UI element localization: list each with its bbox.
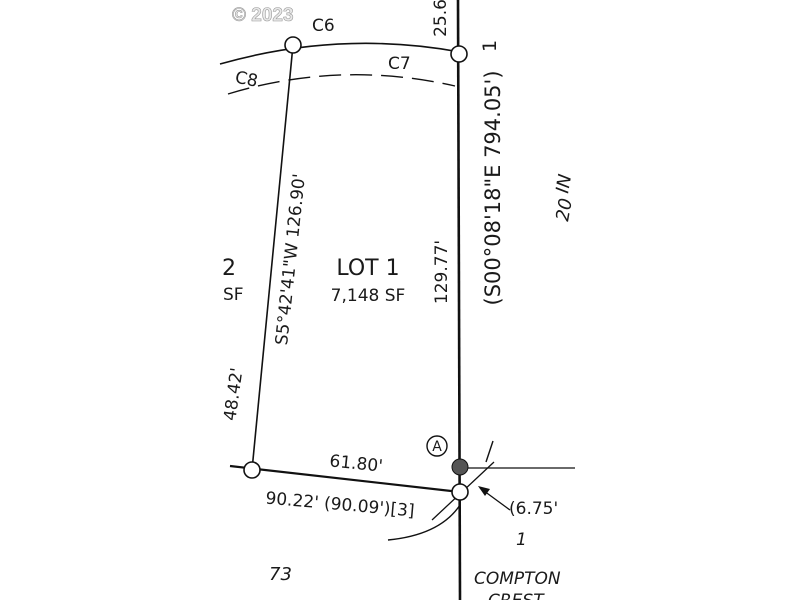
adjacent-lot-area: SF	[223, 285, 244, 305]
curve-label-c8: C8	[233, 68, 259, 92]
top-segment-distance: 25.6	[431, 0, 451, 37]
lot-title: LOT 1	[336, 256, 399, 281]
street-name-line2: CREST	[488, 591, 545, 600]
east-line-distance: 129.77'	[432, 240, 452, 304]
offset-distance: (6.75'	[509, 499, 558, 519]
south-total-distance: 90.22' (90.09')[3]	[265, 489, 416, 522]
copyright-watermark: © 2023	[232, 5, 294, 26]
west-partial-distance: 48.42'	[220, 367, 247, 423]
point-sw-monument	[243, 461, 261, 479]
point-se-monument	[451, 483, 469, 501]
right-fragment-20: 20	[552, 197, 577, 223]
point-a-label: A	[432, 439, 442, 455]
adjacent-lot-number: 2	[222, 256, 236, 281]
south-line-distance: 61.80'	[329, 451, 384, 476]
tick-mark	[485, 440, 494, 463]
point-c6-monument	[284, 36, 302, 54]
row-outer-arc	[219, 42, 461, 65]
lot-area: 7,148 SF	[331, 286, 406, 306]
curve-label-c6: C6	[312, 16, 335, 36]
east-record-suffix: 1	[479, 40, 501, 52]
right-fragment-in: IN	[552, 173, 576, 195]
curve-label-c7: C7	[388, 54, 411, 74]
south-boundary-line	[229, 464, 461, 494]
street-name-line1: COMPTON	[474, 569, 561, 589]
lot-73-label: 73	[269, 564, 292, 585]
point-number-label: 1	[516, 530, 527, 550]
south-curve	[387, 504, 461, 541]
east-record-bearing: (S00°08'18"E 794.05')	[481, 70, 505, 305]
offset-arrow-head	[478, 486, 490, 496]
found-monument-dot	[451, 458, 469, 476]
row-inner-arc-dashed	[227, 74, 456, 95]
point-c7-monument	[450, 45, 468, 63]
west-boundary-line	[251, 44, 294, 471]
point-a-circle	[426, 435, 448, 457]
